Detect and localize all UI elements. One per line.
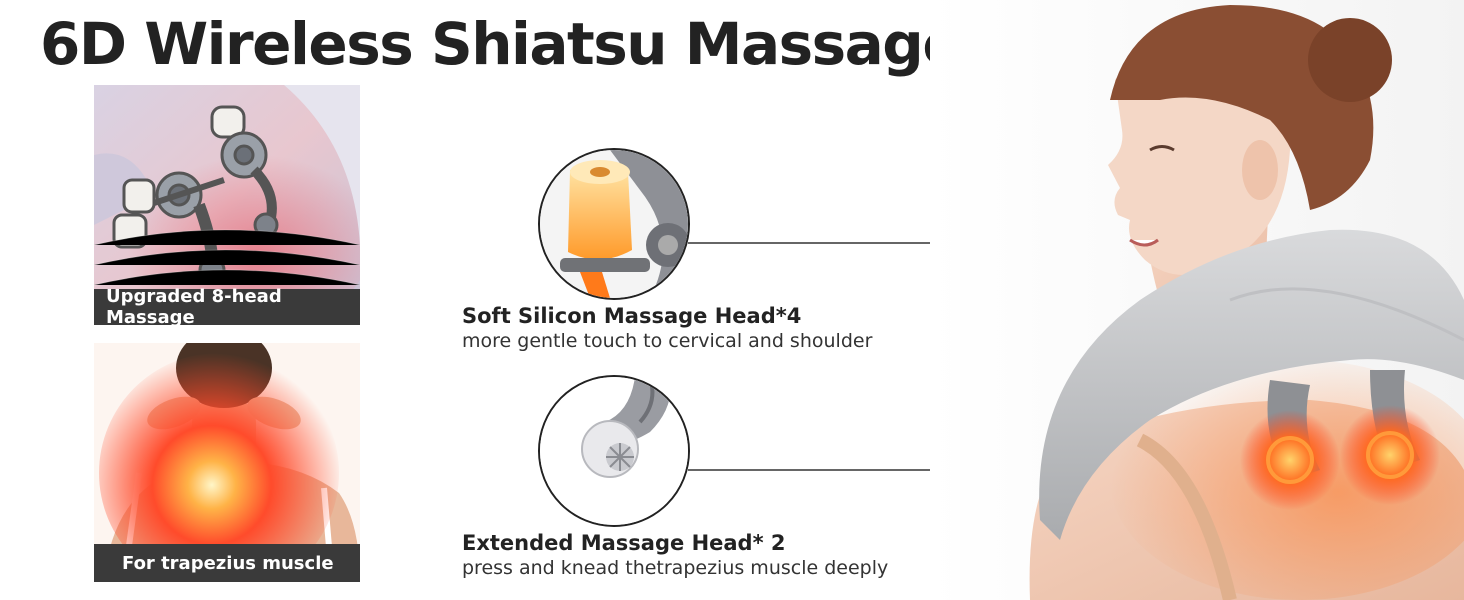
extended-head-closeup bbox=[538, 375, 690, 527]
thumbnail-caption: Upgraded 8-head Massage bbox=[94, 286, 360, 325]
hero-product-image bbox=[930, 0, 1464, 600]
feature-description: more gentle touch to cervical and should… bbox=[462, 330, 873, 352]
feature-silicon-head: Soft Silicon Massage Head*4 more gentle … bbox=[462, 304, 872, 352]
extended-head-image bbox=[540, 377, 688, 525]
mechanism-thumbnail: Upgraded 8-head Massage bbox=[94, 85, 360, 325]
feature-description: press and knead thetrapezius muscle deep… bbox=[462, 557, 889, 579]
feature-heading: Soft Silicon Massage Head*4 bbox=[462, 304, 802, 328]
silicon-head-closeup bbox=[538, 148, 690, 300]
page-title: 6D Wireless Shiatsu Massager bbox=[40, 10, 989, 78]
feature-extended-head: Extended Massage Head* 2 press and knead… bbox=[462, 531, 888, 579]
mechanism-image bbox=[94, 85, 360, 325]
woman-with-massager-image bbox=[930, 0, 1464, 600]
feature-heading: Extended Massage Head* 2 bbox=[462, 531, 786, 555]
trapezius-thumbnail: For trapezius muscle bbox=[94, 343, 360, 582]
silicon-head-image bbox=[540, 150, 688, 298]
thumbnail-caption: For trapezius muscle bbox=[94, 544, 360, 582]
